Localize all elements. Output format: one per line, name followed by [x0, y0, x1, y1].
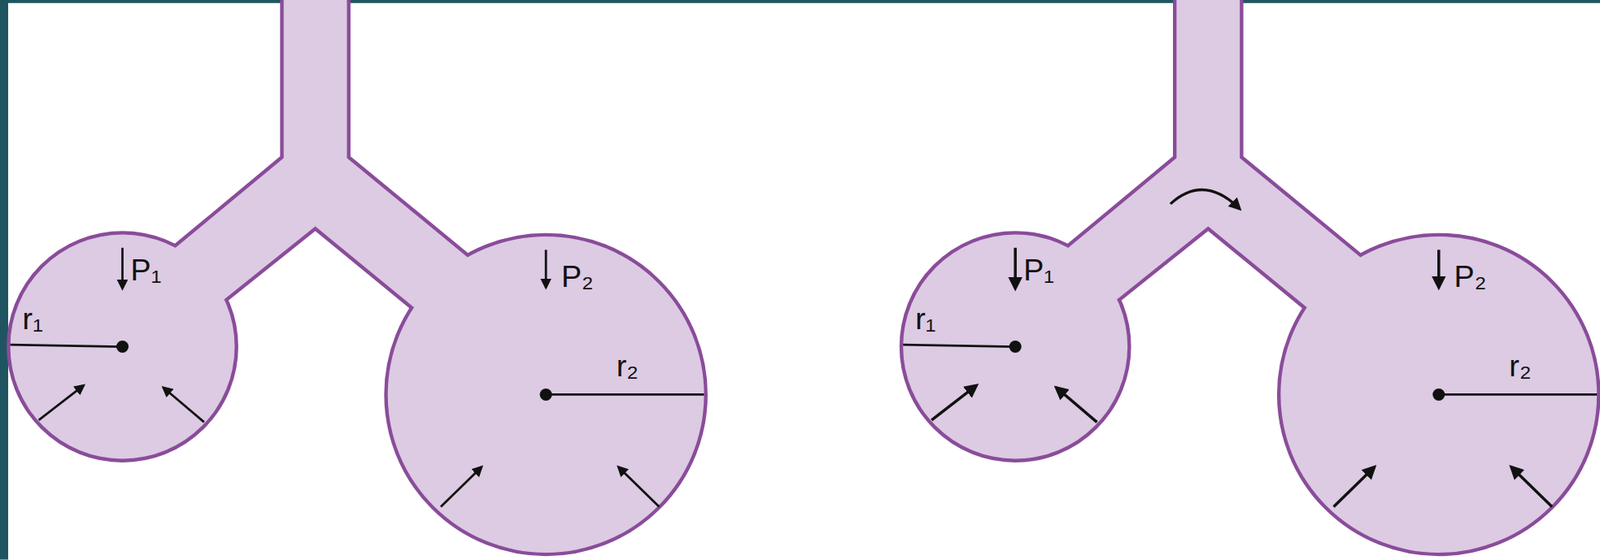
pressure-label: P₂ [561, 261, 594, 293]
flow-arrow [1170, 190, 1240, 210]
frame-band [0, 0, 1600, 4]
pressure-label: P₁ [130, 255, 162, 287]
radius-label: r₁ [22, 304, 44, 336]
radius-label: r₂ [616, 351, 639, 383]
pressure-label: P₁ [1023, 255, 1055, 287]
alveoli-pair [902, 0, 1597, 554]
radius-label: r₁ [915, 304, 936, 336]
alveoli-pair [10, 0, 705, 554]
radius-label: r₂ [1508, 351, 1531, 383]
pressure-label: P₂ [1454, 261, 1487, 293]
frame-band [0, 0, 9, 560]
